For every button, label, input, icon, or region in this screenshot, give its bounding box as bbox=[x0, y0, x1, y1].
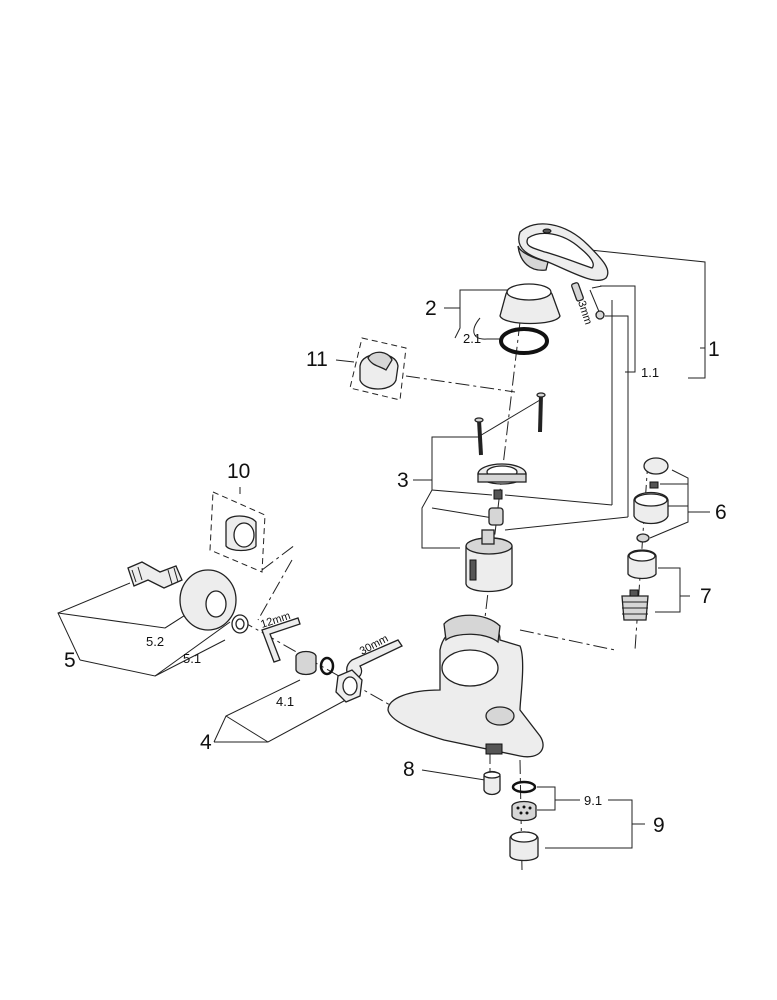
leader-lines bbox=[57, 249, 710, 849]
callout-8: 8 bbox=[403, 758, 415, 781]
cap bbox=[499, 283, 561, 325]
callout-9: 9 bbox=[653, 814, 665, 837]
aerator-seal bbox=[511, 780, 537, 794]
diverter-cartridge bbox=[621, 549, 657, 621]
callout-4: 4 bbox=[200, 731, 212, 754]
callout-1: 1 bbox=[708, 338, 720, 361]
s-union bbox=[127, 561, 183, 589]
diverter-knob bbox=[633, 491, 669, 543]
callout-3: 3 bbox=[397, 469, 409, 492]
mixer-body bbox=[387, 614, 544, 758]
callout-4-1: 4.1 bbox=[276, 694, 294, 709]
callout-labels: 1 1.1 2 2.1 3 4 4.1 5 5.1 5.2 6 7 8 9 9.… bbox=[64, 297, 727, 837]
callout-9-1: 9.1 bbox=[584, 793, 602, 808]
diverter-cap bbox=[643, 457, 669, 489]
hex-key-3mm-label: 3mm bbox=[575, 299, 594, 326]
cartridge bbox=[465, 529, 513, 593]
callout-2-1: 2.1 bbox=[463, 331, 481, 346]
clamping-ring bbox=[477, 463, 527, 485]
callout-7: 7 bbox=[700, 585, 712, 608]
o-ring bbox=[499, 327, 549, 355]
callout-6: 6 bbox=[715, 501, 727, 524]
callout-5-2: 5.2 bbox=[146, 634, 164, 649]
center-lines bbox=[239, 321, 649, 871]
escutcheon-seal bbox=[231, 614, 249, 634]
callout-11: 11 bbox=[306, 348, 328, 371]
escutcheon bbox=[179, 569, 237, 631]
callout-5-1: 5.1 bbox=[183, 651, 201, 666]
union-adapter bbox=[295, 650, 335, 676]
hex-key-12mm bbox=[261, 617, 301, 663]
lever-handle bbox=[517, 223, 609, 282]
spindle-parts bbox=[488, 489, 504, 526]
callout-10: 10 bbox=[227, 460, 250, 483]
aerator-housing bbox=[509, 831, 539, 862]
flow-regulator bbox=[483, 770, 501, 796]
callout-1-1: 1.1 bbox=[641, 365, 659, 380]
grub-screw-and-hex-key bbox=[571, 282, 605, 320]
extension-box bbox=[209, 491, 266, 573]
callout-2: 2 bbox=[425, 297, 437, 320]
callout-5: 5 bbox=[64, 649, 76, 672]
union-nut bbox=[335, 669, 363, 703]
rotate-arrow bbox=[473, 317, 488, 340]
temperature-limiter-box bbox=[349, 337, 407, 401]
mounting-screws bbox=[474, 392, 546, 456]
aerator-insert bbox=[511, 800, 537, 822]
